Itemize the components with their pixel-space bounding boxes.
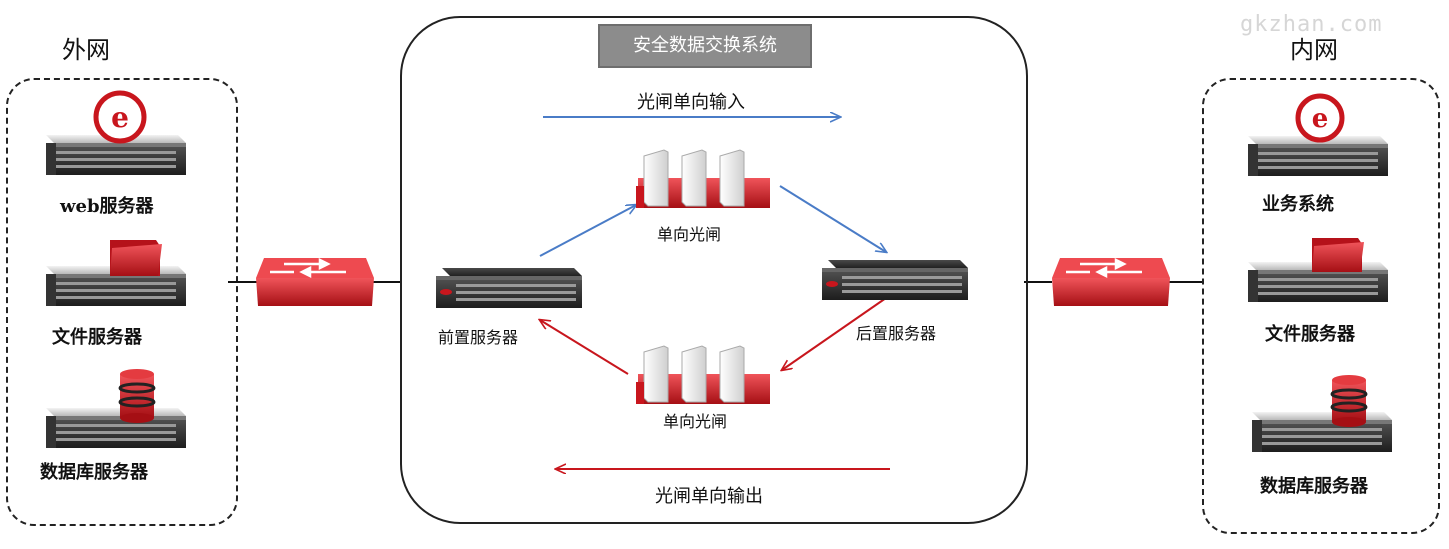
gate-to-rear-arrow (779, 185, 886, 252)
database-server-icon (1252, 375, 1392, 452)
ie-server-icon: e (46, 90, 186, 175)
inner-business-system-label: 业务系统 (1262, 194, 1334, 215)
front-to-gate-arrow (539, 205, 636, 257)
rear-server-label: 后置服务器 (856, 324, 937, 343)
outer-network-title: 外网 (62, 36, 110, 64)
outer-web-server-label: web服务器 (60, 196, 154, 217)
exchange-system-zone (400, 16, 1028, 524)
outer-file-server-label: 文件服务器 (52, 327, 142, 348)
input-flow-label: 光闸单向输入 (637, 92, 745, 113)
exchange-system-title: 安全数据交换系统 (598, 24, 812, 68)
rear-server-icon (822, 260, 968, 300)
output-flow-label: 光闸单向输出 (655, 486, 763, 507)
optical-gate-top-icon (636, 149, 770, 208)
outer-switch-icon (256, 257, 374, 306)
inner-database-server-label: 数据库服务器 (1260, 476, 1368, 497)
rear-to-gate-arrow (782, 297, 887, 370)
watermark: gkzhan.com (1240, 12, 1383, 37)
folder-server-icon (1248, 238, 1388, 302)
front-server-icon (436, 268, 582, 308)
front-server-label: 前置服务器 (438, 328, 519, 347)
svg-text:e: e (111, 101, 129, 134)
svg-text:e: e (1312, 104, 1329, 134)
inner-network-title: 内网 (1290, 36, 1338, 64)
outer-network-zone (6, 78, 238, 526)
outer-database-server-label: 数据库服务器 (40, 462, 148, 483)
folder-server-icon (46, 240, 186, 306)
database-server-icon (46, 369, 186, 448)
gate-to-front-arrow (540, 320, 629, 375)
inner-file-server-label: 文件服务器 (1265, 324, 1355, 345)
ie-server-icon: e (1248, 93, 1388, 176)
optical-gate-bottom-icon (636, 345, 770, 404)
optical-gate-top-label: 单向光闸 (657, 225, 722, 244)
optical-gate-bottom-label: 单向光闸 (663, 412, 728, 431)
inner-switch-icon (1052, 257, 1170, 306)
inner-network-zone (1202, 78, 1440, 534)
